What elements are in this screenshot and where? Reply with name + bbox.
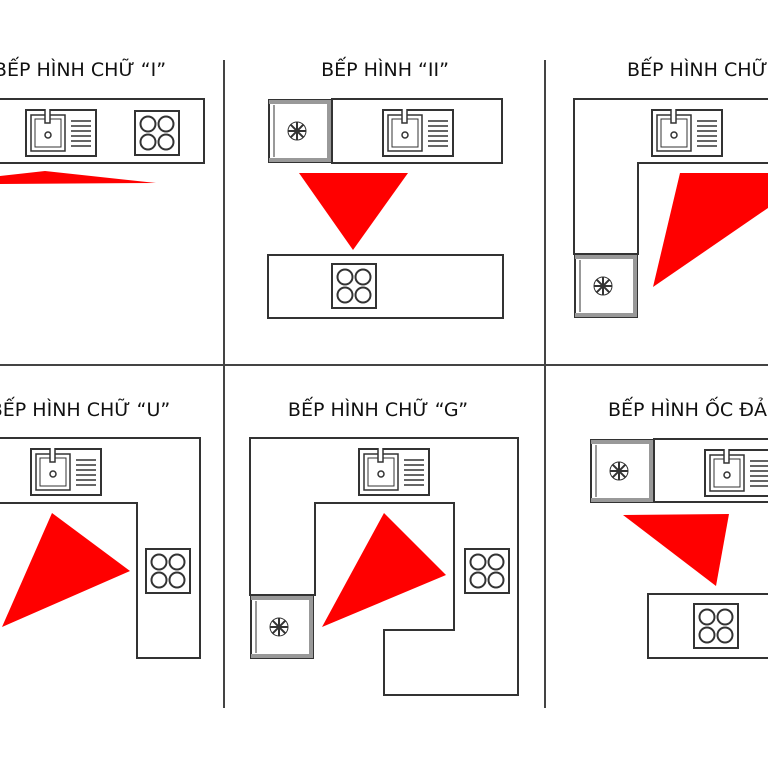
panel-island-shape: BẾP HÌNH ỐC ĐẢO [590,395,768,659]
panel-g-shape: BẾP HÌNH CHỮ “G” [249,396,519,696]
work-triangle [0,171,156,184]
work-triangle [623,514,729,586]
stove-icon [145,548,191,594]
panel-l-shape: BẾP HÌNH CHỮ “L” [573,56,768,318]
panel-title-i: BẾP HÌNH CHỮ “I” [0,56,166,81]
sink-icon [704,449,768,497]
work-triangle [2,513,130,627]
fridge-icon [250,595,314,659]
sink-icon [25,109,97,157]
stove-icon [331,263,377,309]
stove-icon [464,548,510,594]
panel-title-l: BẾP HÌNH CHỮ “L” [627,56,768,81]
sink-icon [651,109,723,157]
panel-title-u: BẾP HÌNH CHỮ “U” [0,396,170,421]
panel-ii-shape: BẾP HÌNH “II” [267,56,504,319]
panel-title-ii: BẾP HÌNH “II” [321,56,449,81]
sink-icon [382,109,454,157]
stove-icon [134,110,180,156]
work-triangle [299,173,408,250]
sink-icon [30,448,102,496]
sink-icon [358,448,430,496]
stove-icon [693,603,739,649]
panel-title-g: BẾP HÌNH CHỮ “G” [288,396,468,421]
work-triangle [322,513,446,627]
fridge-icon [268,99,332,163]
panel-i-shape: BẾP HÌNH CHỮ “I” [0,56,205,184]
panel-title-island: BẾP HÌNH ỐC ĐẢO [608,395,768,421]
counter-bottom [267,254,504,319]
fridge-icon [574,254,638,318]
panel-u-shape: BẾP HÌNH CHỮ “U” [0,396,201,659]
fridge-icon [590,439,654,503]
work-triangle [653,173,768,287]
